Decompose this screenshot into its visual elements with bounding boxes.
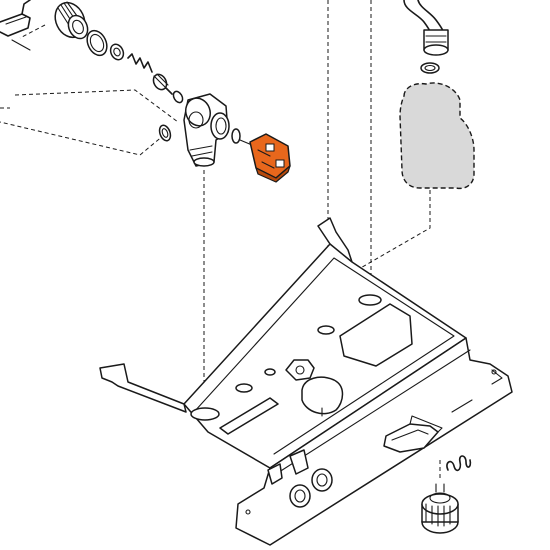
spring-icon [127, 53, 153, 73]
pipe-icon [403, 0, 449, 56]
cap-icon [421, 483, 459, 534]
washer-small-icon [109, 43, 125, 61]
o-ring-small-icon [172, 90, 184, 104]
o-ring-large-icon [86, 29, 108, 57]
bracket-clip-icon [0, 0, 31, 51]
threaded-nut-icon [54, 1, 89, 40]
ghost-component-icon [399, 82, 475, 190]
cartridge-icon [231, 128, 291, 183]
valve-stem-icon [152, 73, 173, 95]
pipe-o-ring-icon [420, 62, 440, 74]
valve-body-icon [183, 93, 230, 167]
base-plate-icon [99, 217, 513, 546]
side-o-ring-icon [158, 124, 172, 142]
small-spring-icon [446, 455, 472, 472]
